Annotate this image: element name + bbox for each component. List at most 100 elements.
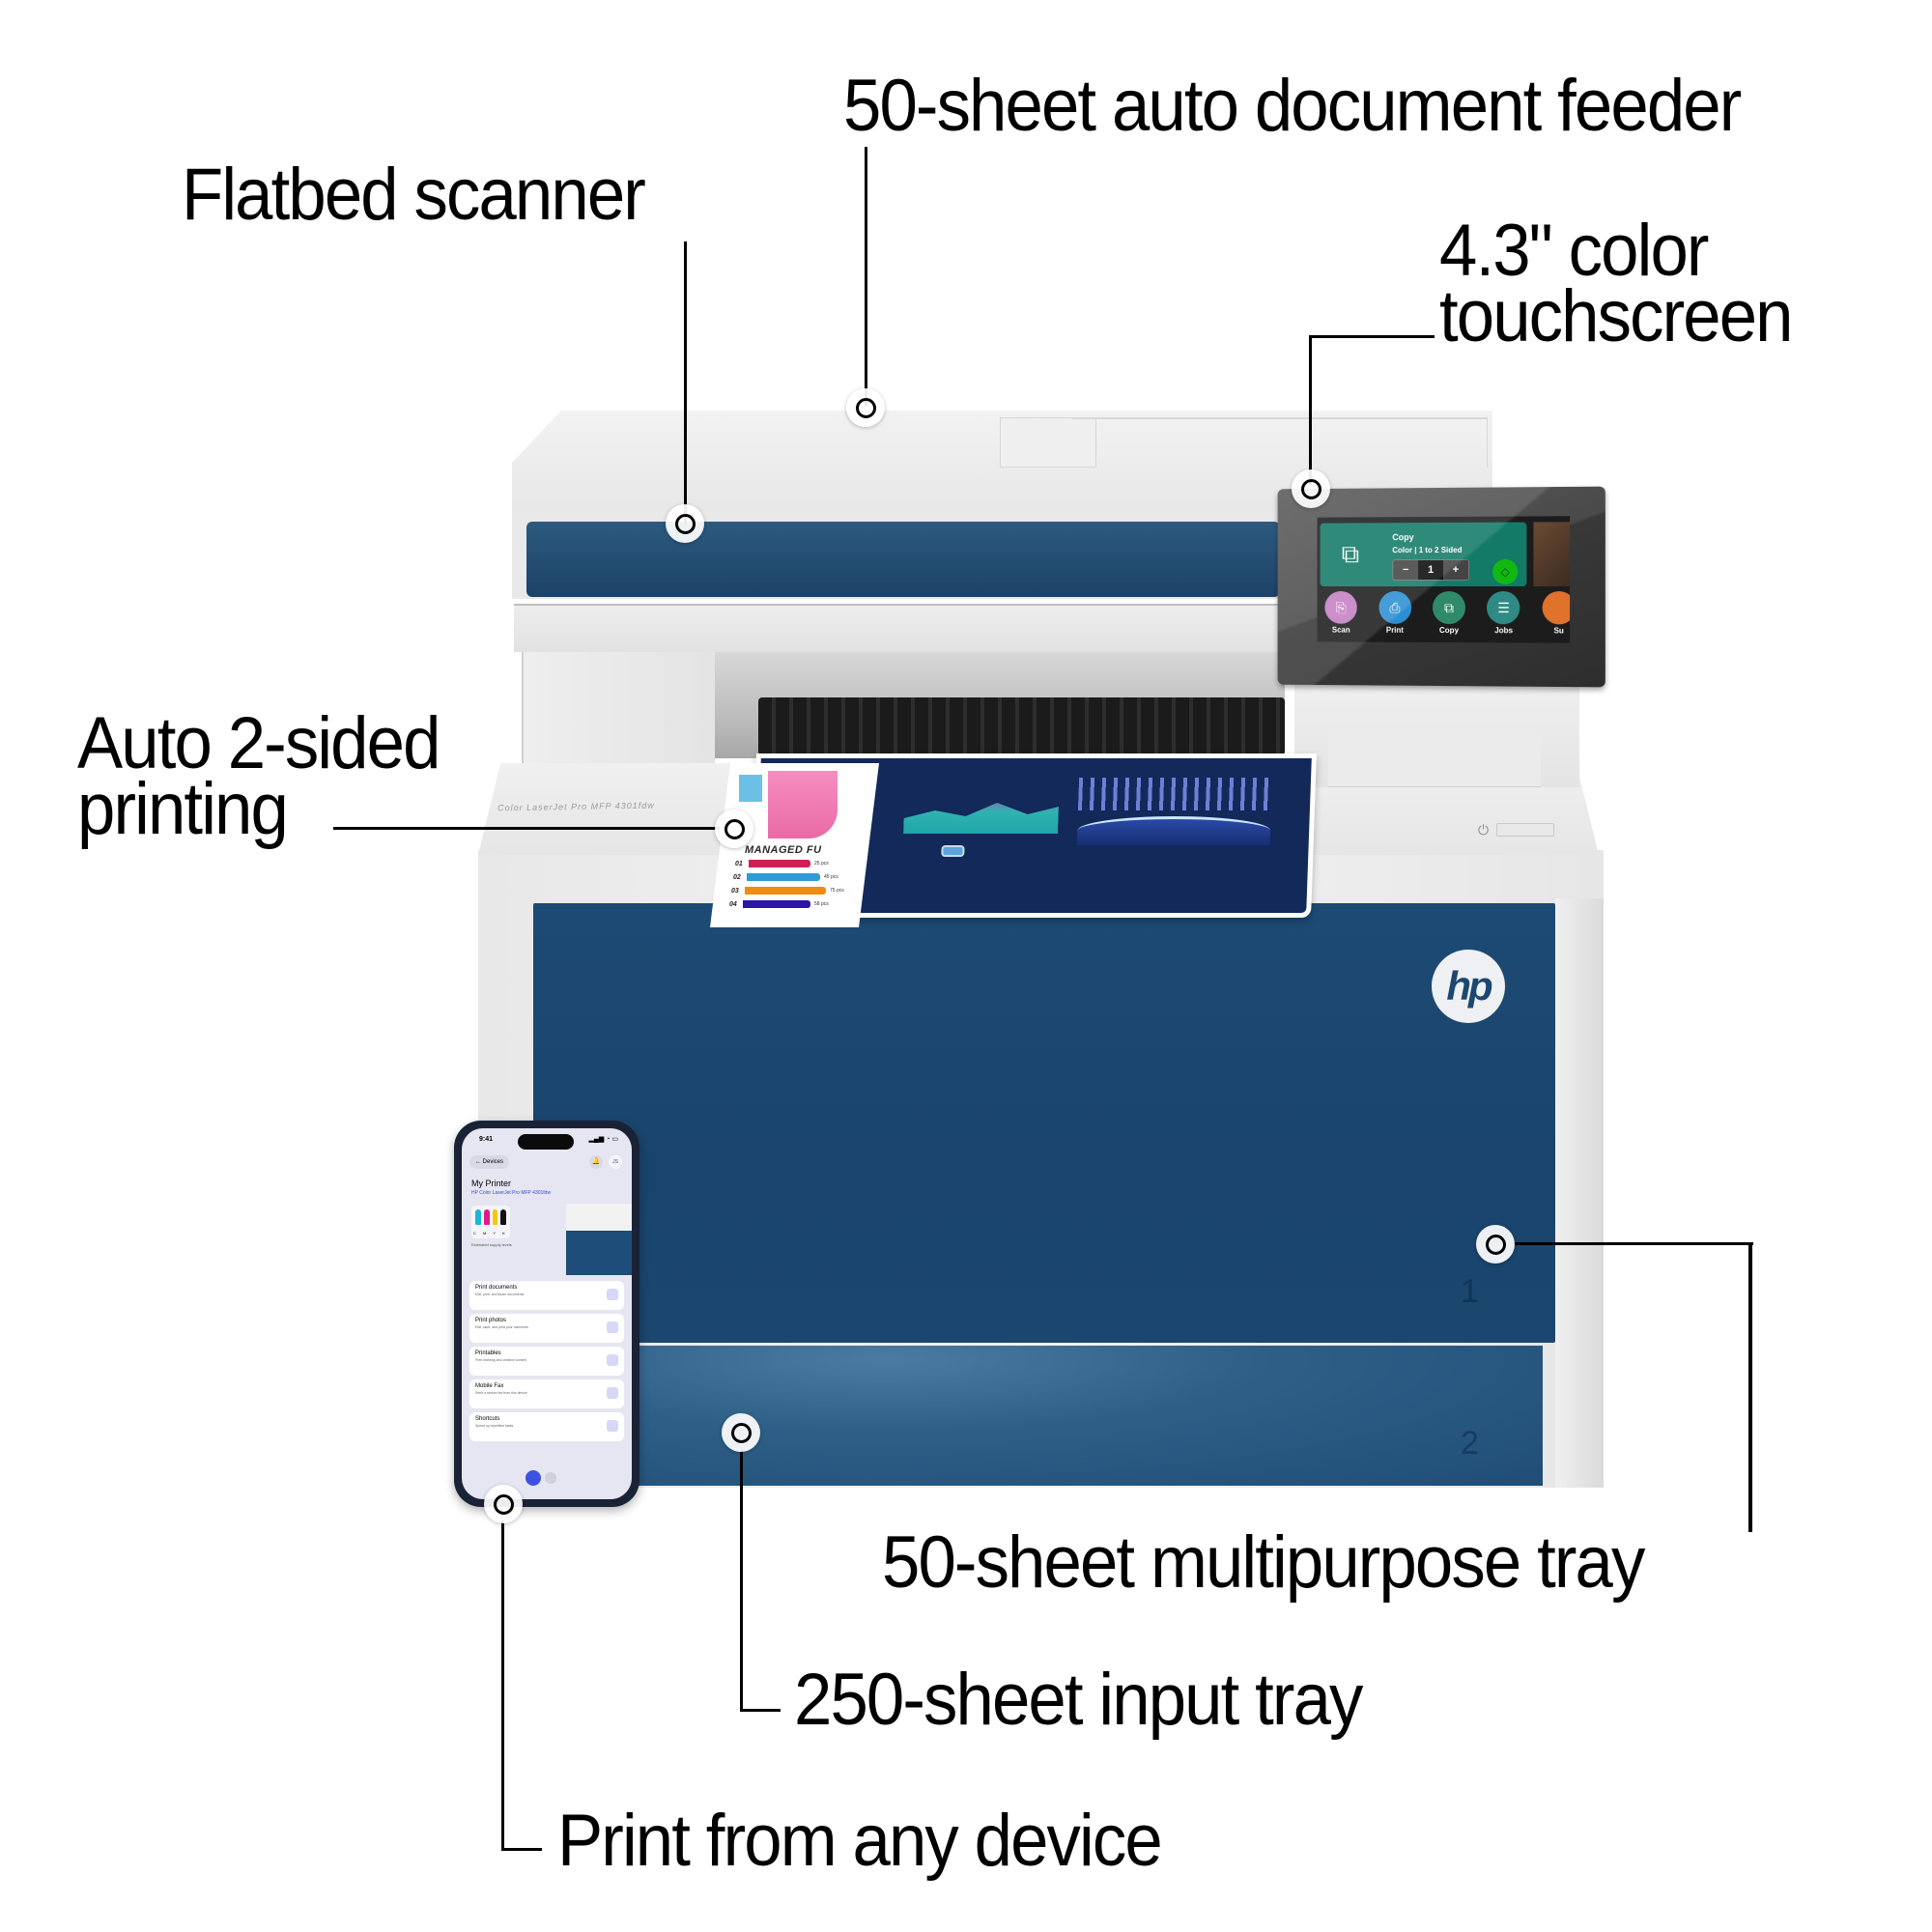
phone-screen: 9:41 ▂▄▆ ◔ ▭ ← Devices 🔔 JS My Printer H… (462, 1128, 632, 1499)
app-label: Su (1553, 626, 1564, 636)
copy-card-subtitle: Color | 1 to 2 Sided (1392, 545, 1463, 555)
power-button-area[interactable]: ⏻ (1478, 819, 1594, 840)
adf-leader-line (865, 147, 867, 406)
touchscreen-callout-line2: touchscreen (1439, 275, 1793, 357)
copy-job-card[interactable]: ⧉ Copy Color | 1 to 2 Sided − 1 + ◇ (1320, 522, 1527, 587)
bar (745, 887, 826, 895)
phone-time: 9:41 (479, 1136, 494, 1143)
copies-value: 1 (1418, 559, 1443, 581)
flatbed-callout-label: Flatbed scanner (182, 154, 646, 236)
touchscreen-callout-line1: 4.3" color (1439, 210, 1709, 292)
phone-printer-model[interactable]: HP Color LaserJet Pro MFP 4301fdw (471, 1190, 552, 1196)
copy-document-icon: ⧉ (1341, 539, 1360, 569)
sheet-bar-row: 03 75 pcs (731, 887, 844, 895)
tray-number-2: 2 (1461, 1425, 1479, 1462)
bar-chart-graphic (1077, 778, 1273, 810)
ink-magenta (483, 1209, 490, 1225)
control-panel-base (1328, 734, 1541, 787)
copy-icon: ⧉ (1433, 590, 1466, 625)
control-panel: ⧉ Copy Color | 1 to 2 Sided − 1 + ◇ ⎘ Sc… (1277, 486, 1605, 688)
supply-levels-caption: Estimated supply levels (471, 1242, 512, 1247)
dynamic-island (518, 1134, 574, 1150)
bar-value: 25 pcs (814, 861, 829, 867)
touchscreen-leader-h (1309, 335, 1435, 338)
power-icon[interactable]: ⏻ (1478, 821, 1490, 838)
back-to-devices-button[interactable]: ← Devices (469, 1155, 510, 1169)
start-icon: ◇ (1500, 564, 1510, 579)
list-item-title: Print documents (475, 1285, 518, 1291)
adf-marker (846, 388, 885, 427)
avatar[interactable]: JS (609, 1155, 622, 1169)
input-tray-2 (533, 1346, 1543, 1486)
ink-cyan (475, 1209, 481, 1225)
list-item-print-photos[interactable]: Print photos Edit, save, and print your … (469, 1314, 624, 1343)
list-item-subtitle: Free learning and creative content (475, 1358, 527, 1362)
print-icon: ⎙ (1378, 590, 1411, 624)
app-icon-row: ⎘ Scan ⎙ Print ⧉ Copy ☰ Jobs Su (1324, 590, 1571, 640)
input-tray-callout-label: 250-sheet input tray (794, 1659, 1363, 1741)
list-item-shortcuts[interactable]: Shortcuts Speed up repetitive tasks (469, 1412, 624, 1441)
copies-stepper[interactable]: − 1 + (1392, 558, 1469, 582)
phone-page-title: My Printer (471, 1179, 512, 1188)
app-label: Copy (1439, 626, 1459, 636)
any-device-marker (484, 1485, 523, 1523)
printer-side-panel (1555, 898, 1604, 1488)
sheet-bar-row: 04 58 pcs (729, 900, 829, 908)
wave-chart-graphic (1076, 816, 1271, 845)
mp-tray-leader-v (1748, 1242, 1752, 1532)
shortcuts-icon (607, 1420, 618, 1432)
scanner-base (514, 604, 1287, 652)
photo-icon (607, 1321, 618, 1333)
curl-pink-block (768, 771, 838, 838)
nav-home-icon[interactable] (526, 1470, 541, 1486)
ink-yellow (492, 1209, 498, 1225)
supplies-icon (1542, 591, 1571, 625)
status-indicator-bar (1496, 823, 1555, 837)
ink-levels-card[interactable] (471, 1206, 510, 1238)
mp-tray-marker (1476, 1225, 1515, 1264)
smartphone: 9:41 ▂▄▆ ◔ ▭ ← Devices 🔔 JS My Printer H… (454, 1121, 639, 1507)
touchscreen-leader-v (1309, 335, 1312, 485)
front-door-tray-1 (533, 903, 1555, 1343)
increment-button[interactable]: + (1442, 559, 1468, 580)
feeder-paper-guide (1000, 417, 1096, 468)
flatbed-scanner-handle (526, 522, 1280, 597)
app-jobs[interactable]: ☰ Jobs (1487, 591, 1520, 639)
list-item-print-documents[interactable]: Print documents Edit, print, and share d… (469, 1281, 624, 1310)
document-icon (607, 1289, 618, 1300)
decrement-button[interactable]: − (1393, 560, 1419, 581)
list-item-title: Shortcuts (475, 1416, 500, 1422)
list-item-title: Print photos (475, 1318, 507, 1323)
app-label: Jobs (1494, 626, 1514, 636)
bar-index: 01 (735, 860, 743, 867)
bar (749, 860, 810, 867)
any-device-leader-v (501, 1520, 504, 1851)
duplex-marker (715, 810, 753, 848)
duplex-callout-line2: printing (77, 768, 289, 850)
list-item-subtitle: Edit, print, and share documents (475, 1293, 525, 1296)
list-item-subtitle: Speed up repetitive tasks (475, 1424, 514, 1428)
tray-number-1: 1 (1461, 1273, 1479, 1310)
list-item-printables[interactable]: Printables Free learning and creative co… (469, 1347, 624, 1376)
app-print[interactable]: ⎙ Print (1378, 590, 1411, 639)
nav-shop-icon[interactable] (545, 1472, 556, 1484)
flatbed-leader-line (684, 242, 687, 525)
bar-index: 04 (729, 900, 737, 908)
app-scan[interactable]: ⎘ Scan (1324, 590, 1357, 639)
input-tray-marker (722, 1413, 760, 1452)
input-tray-leader-v (740, 1449, 743, 1712)
phone-printer-thumbnail (566, 1204, 632, 1275)
touchscreen-display[interactable]: ⧉ Copy Color | 1 to 2 Sided − 1 + ◇ ⎘ Sc… (1317, 516, 1571, 643)
app-label: Scan (1331, 625, 1350, 635)
duplex-leader-line (333, 827, 720, 830)
app-supplies[interactable]: Su (1542, 591, 1571, 640)
copy-card-title: Copy (1392, 532, 1414, 543)
notification-bell-icon[interactable]: 🔔 (589, 1155, 603, 1169)
slider-graphic (941, 845, 965, 857)
screen-preview-thumbnail[interactable] (1533, 522, 1571, 586)
app-copy[interactable]: ⧉ Copy (1433, 590, 1466, 639)
start-copy-button[interactable]: ◇ (1492, 558, 1519, 584)
list-item-mobile-fax[interactable]: Mobile Fax Send a secure fax from this d… (469, 1379, 624, 1408)
bar-value: 75 pcs (830, 888, 844, 894)
bar-value: 45 pcs (824, 874, 838, 880)
